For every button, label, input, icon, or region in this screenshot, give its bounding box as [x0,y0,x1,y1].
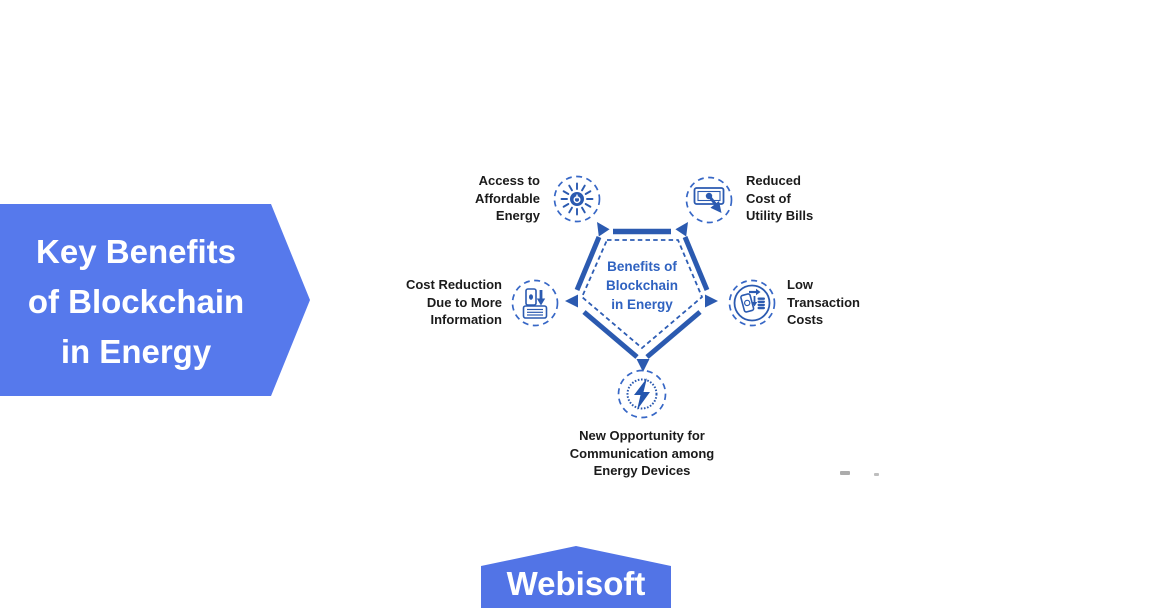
arrowhead-top-left-icon [597,222,610,237]
lightning-icon [617,369,667,419]
receipt-arrow-icon [511,279,559,327]
sun-power-icon [553,175,601,223]
pentagon-arrowheads [565,222,718,372]
arrowhead-top-right-icon [675,222,688,237]
label-low-transaction-costs: Low Transaction Costs [787,277,860,327]
arrowhead-bottom-icon [636,359,650,372]
label-communication-energy-devices: New Opportunity for Communication among … [569,428,715,478]
artifact-mark [874,473,879,476]
webisoft-logo-text: Webisoft [506,565,646,602]
title-banner: Key Benefits of Blockchain in Energy [0,204,310,396]
phone-coins-icon [728,279,776,327]
webisoft-logo-banner: Webisoft [481,546,671,608]
arrowhead-left-icon [565,294,578,308]
dashed-pentagon-outline [580,239,704,350]
banknote-arrow-icon [685,176,733,224]
label-cost-reduction-information: Cost Reduction Due to More Information [405,277,502,327]
page-title: Key Benefits of Blockchain in Energy [27,233,245,370]
pentagon-arrows-diagram [565,222,718,372]
label-reduced-cost-utility-bills: Reduced Cost of Utility Bills [746,173,814,223]
label-access-affordable-energy: Access to Affordable Energy [475,173,540,223]
arrowhead-right-icon [705,294,718,308]
diagram-center-title: Benefits of Blockchain in Energy [605,259,679,312]
artifact-mark [840,471,850,475]
pentagon-solid-edges [574,228,710,359]
